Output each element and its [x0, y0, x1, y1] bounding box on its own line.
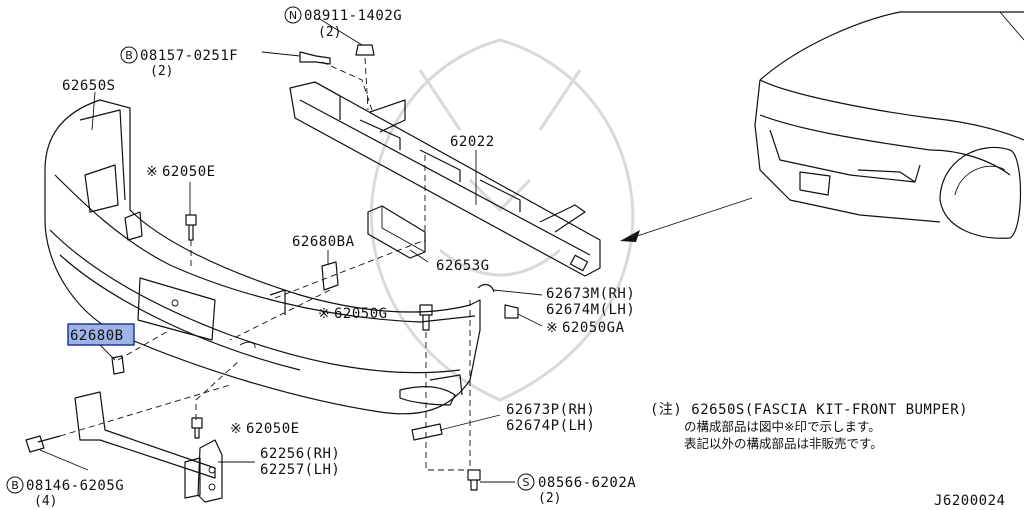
- part-label-62050e-bottom[interactable]: ※ 62050E: [230, 421, 300, 437]
- note-line-1: (注) 62650S(FASCIA KIT-FRONT BUMPER): [650, 402, 968, 418]
- note-line-2: の構成部品は図中※印で示します。: [684, 419, 881, 434]
- svg-text:B: B: [11, 479, 19, 492]
- part-label-08157[interactable]: B 08157-0251F (2): [120, 46, 238, 79]
- part-label-62680ba[interactable]: 62680BA: [292, 234, 355, 250]
- svg-text:08911-1402G: 08911-1402G: [304, 8, 402, 24]
- note-line-3: 表記以外の構成部品は非販売です。: [684, 436, 883, 451]
- part-label-62022[interactable]: 62022: [450, 134, 495, 150]
- svg-text:※: ※: [546, 320, 558, 336]
- svg-text:※: ※: [146, 164, 158, 180]
- svg-text:62050E: 62050E: [246, 421, 300, 437]
- svg-text:08146-6205G: 08146-6205G: [26, 478, 124, 494]
- bumper-bracket: [74, 391, 223, 503]
- bumper-reinforcement: [289, 81, 601, 277]
- part-label-62256[interactable]: 62256(RH): [260, 446, 340, 462]
- fasteners: [25, 44, 519, 491]
- part-label-62673p[interactable]: 62673P(RH): [506, 402, 595, 418]
- svg-text:N: N: [289, 9, 297, 22]
- part-label-62673m[interactable]: 62673M(RH): [546, 286, 635, 302]
- part-label-62050g[interactable]: ※ 62050G: [318, 306, 388, 322]
- svg-text:B: B: [125, 49, 133, 62]
- svg-text:(2): (2): [150, 64, 173, 79]
- part-label-62257[interactable]: 62257(LH): [260, 462, 340, 478]
- svg-text:(4): (4): [34, 494, 57, 509]
- svg-text:08566-6202A: 08566-6202A: [538, 475, 636, 491]
- part-label-62650s[interactable]: 62650S: [62, 78, 116, 94]
- part-label-62050ga[interactable]: ※ 62050GA: [546, 320, 625, 336]
- part-label-08566[interactable]: S 08566-6202A (2): [517, 473, 636, 506]
- svg-text:62050E: 62050E: [162, 164, 216, 180]
- notes-block: (注) 62650S(FASCIA KIT-FRONT BUMPER) の構成部…: [650, 402, 968, 451]
- diagram-id: J6200024: [934, 493, 1005, 509]
- svg-text:62050GA: 62050GA: [562, 320, 625, 336]
- part-label-08146[interactable]: B 08146-6205G (4): [6, 476, 124, 509]
- svg-text:※: ※: [318, 306, 330, 322]
- part-label-62653g[interactable]: 62653G: [436, 258, 490, 274]
- svg-text:62680B: 62680B: [70, 328, 124, 344]
- svg-text:(2): (2): [318, 25, 341, 40]
- svg-text:62050G: 62050G: [334, 306, 388, 322]
- leader-lines: [39, 17, 543, 483]
- part-label-62674m[interactable]: 62674M(LH): [546, 302, 635, 318]
- part-label-62674p[interactable]: 62674P(LH): [506, 418, 595, 434]
- svg-text:(2): (2): [538, 491, 561, 506]
- watermark-emblem: [369, 38, 635, 402]
- svg-text:※: ※: [230, 421, 242, 437]
- part-label-08911[interactable]: N 08911-1402G (2): [284, 6, 402, 40]
- part-label-62680b[interactable]: 62680B: [67, 323, 135, 346]
- bumper-fascia: [44, 99, 481, 415]
- view-arrow: [620, 197, 753, 242]
- car-illustration: [754, 11, 1024, 239]
- assembly-lines: [59, 57, 472, 471]
- part-label-62050e-top[interactable]: ※ 62050E: [146, 164, 216, 180]
- svg-text:S: S: [523, 476, 530, 489]
- svg-text:08157-0251F: 08157-0251F: [140, 48, 238, 64]
- energy-absorber: [367, 205, 426, 259]
